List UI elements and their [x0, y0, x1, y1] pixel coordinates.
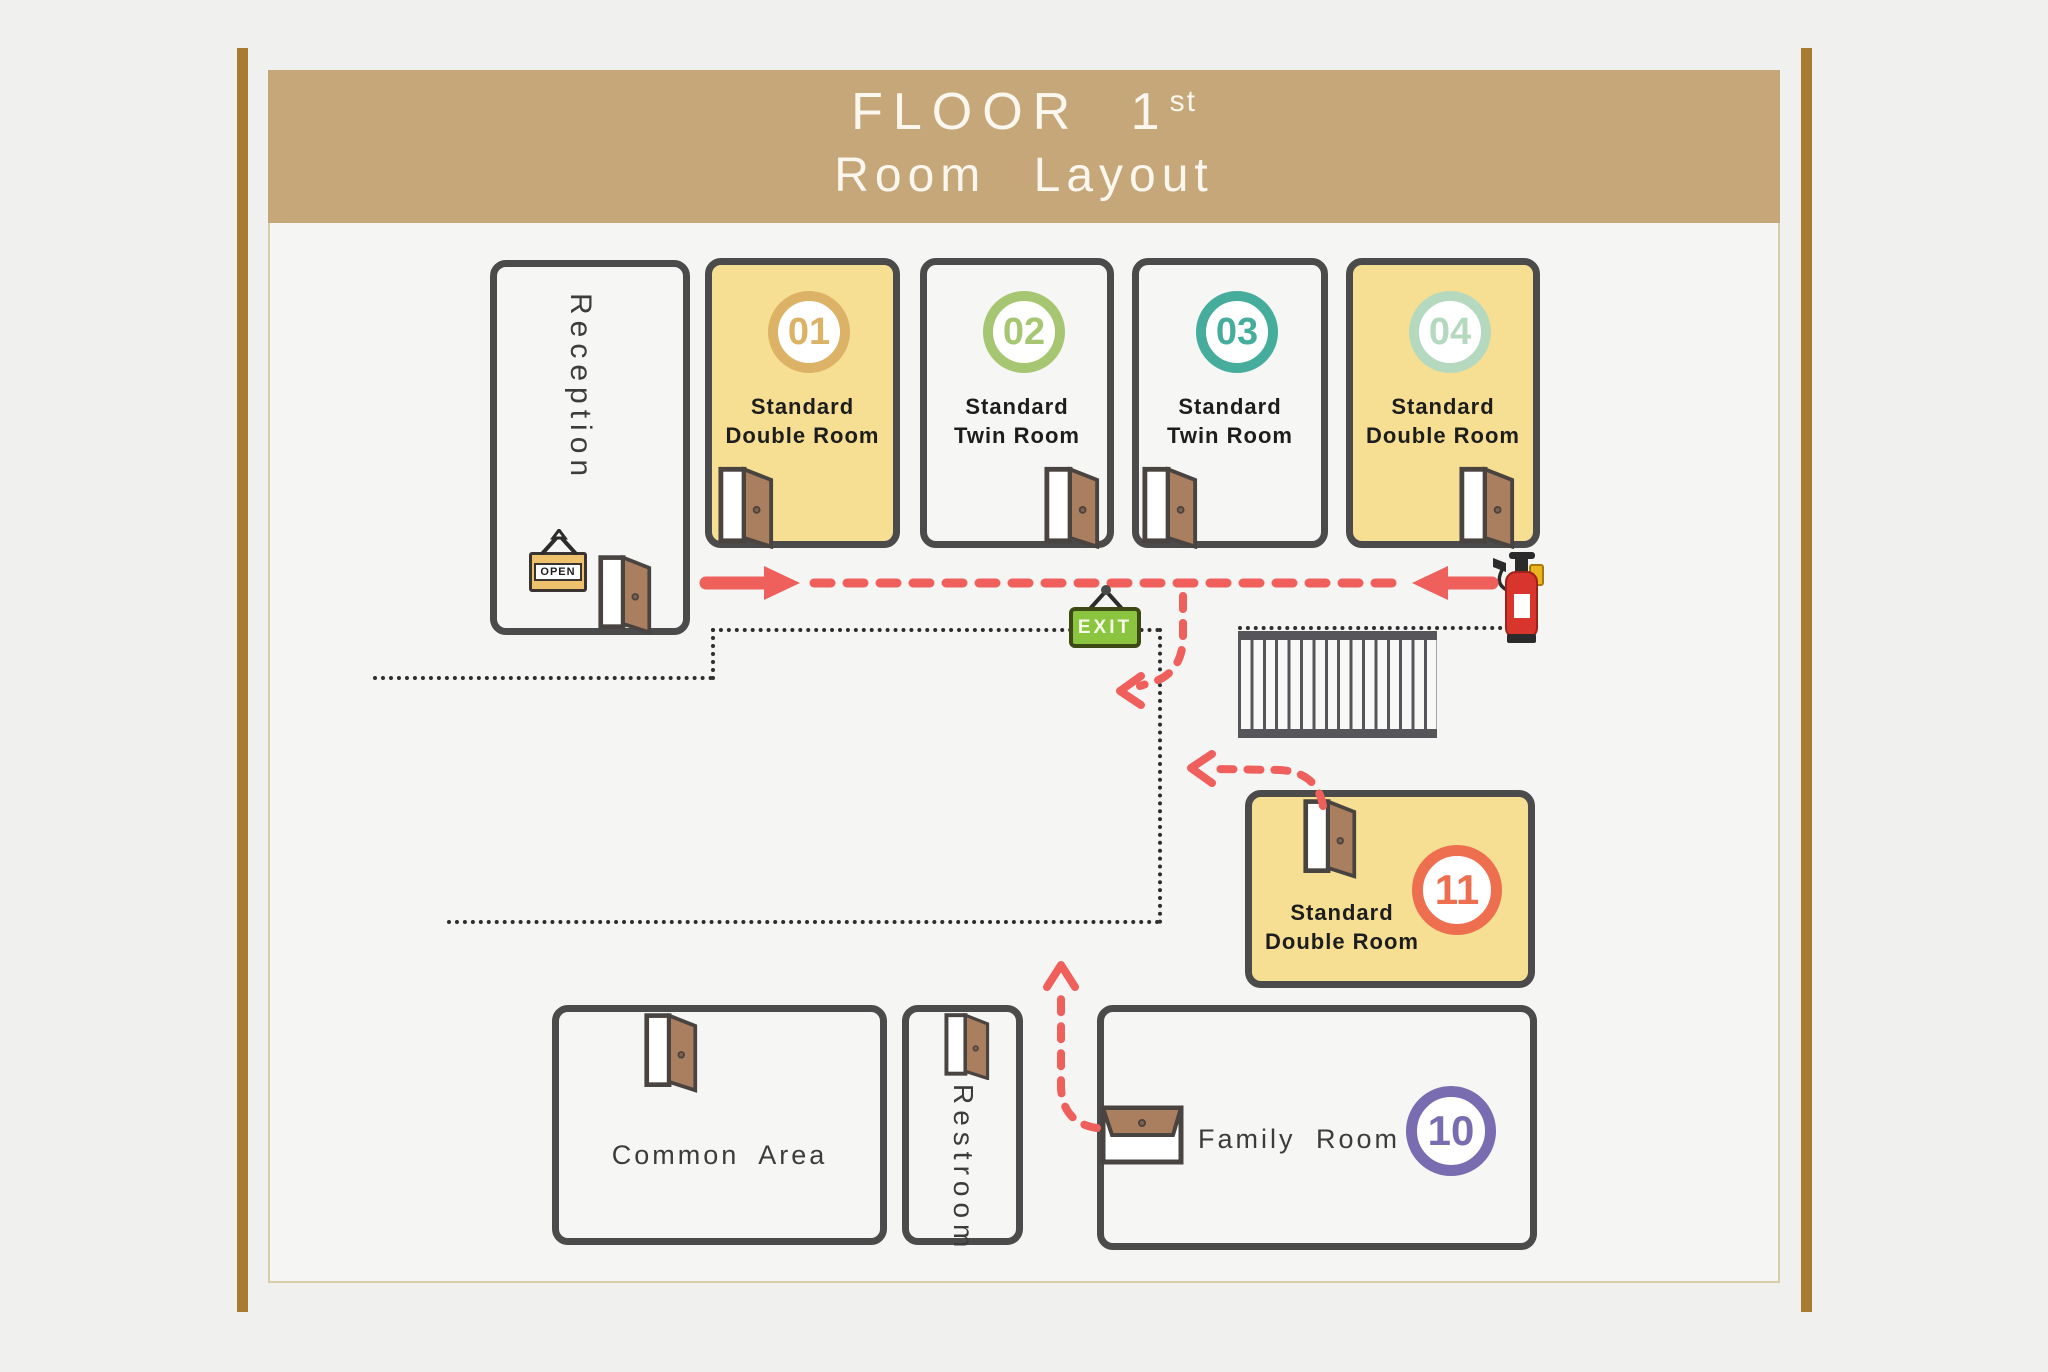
title-banner: FLOOR 1st Room Layout: [268, 70, 1780, 223]
fire-extinguisher-icon: [1493, 552, 1544, 643]
door-icon: [1458, 465, 1516, 549]
door-icon: [1141, 465, 1199, 549]
room-number-badge: 11: [1412, 845, 1502, 935]
door-icon: [944, 1013, 990, 1080]
door-icon: [1043, 465, 1101, 549]
door-icon: [597, 553, 653, 635]
corridor-wall-dotted: [447, 920, 1160, 924]
page-title: FLOOR 1st: [851, 83, 1197, 141]
exit-sign: EXIT: [1069, 607, 1141, 648]
sign-hanger-icon: [1086, 585, 1126, 611]
room-reception: Reception OPEN: [490, 260, 690, 635]
door-icon: [643, 1010, 699, 1094]
right-border-bar: [1801, 48, 1812, 1312]
left-border-bar: [237, 48, 248, 1312]
corridor-wall-dotted: [1158, 628, 1162, 924]
common-area-label: Common Area: [611, 1140, 828, 1170]
restroom-label: Restroom: [948, 1084, 979, 1254]
door-icon: [717, 465, 775, 549]
room-number-badge: 02: [983, 291, 1065, 373]
door-icon: [1302, 793, 1358, 883]
sign-hanger-icon: [539, 529, 579, 555]
room-number-badge: 04: [1409, 291, 1491, 373]
door-icon: [1100, 1105, 1184, 1165]
room-number-badge: 03: [1196, 291, 1278, 373]
room-common-area: Common Area: [552, 1005, 887, 1245]
open-sign: OPEN: [529, 552, 587, 592]
room-10-family: 10 Family Room: [1097, 1005, 1537, 1250]
room-number-badge: 10: [1406, 1086, 1496, 1176]
room-number-badge: 01: [768, 291, 850, 373]
corridor-wall-dotted: [711, 628, 715, 680]
room-name: Family Room: [1197, 1124, 1401, 1154]
corridor-wall-dotted: [1238, 626, 1534, 630]
stairs-icon: [1238, 631, 1437, 738]
room-restroom: Restroom: [902, 1005, 1023, 1253]
page-subtitle: Room Layout: [834, 149, 1214, 202]
corridor-wall-dotted: [373, 676, 713, 680]
corridor-wall-dotted: [711, 628, 1160, 632]
reception-label: Reception: [564, 293, 597, 483]
